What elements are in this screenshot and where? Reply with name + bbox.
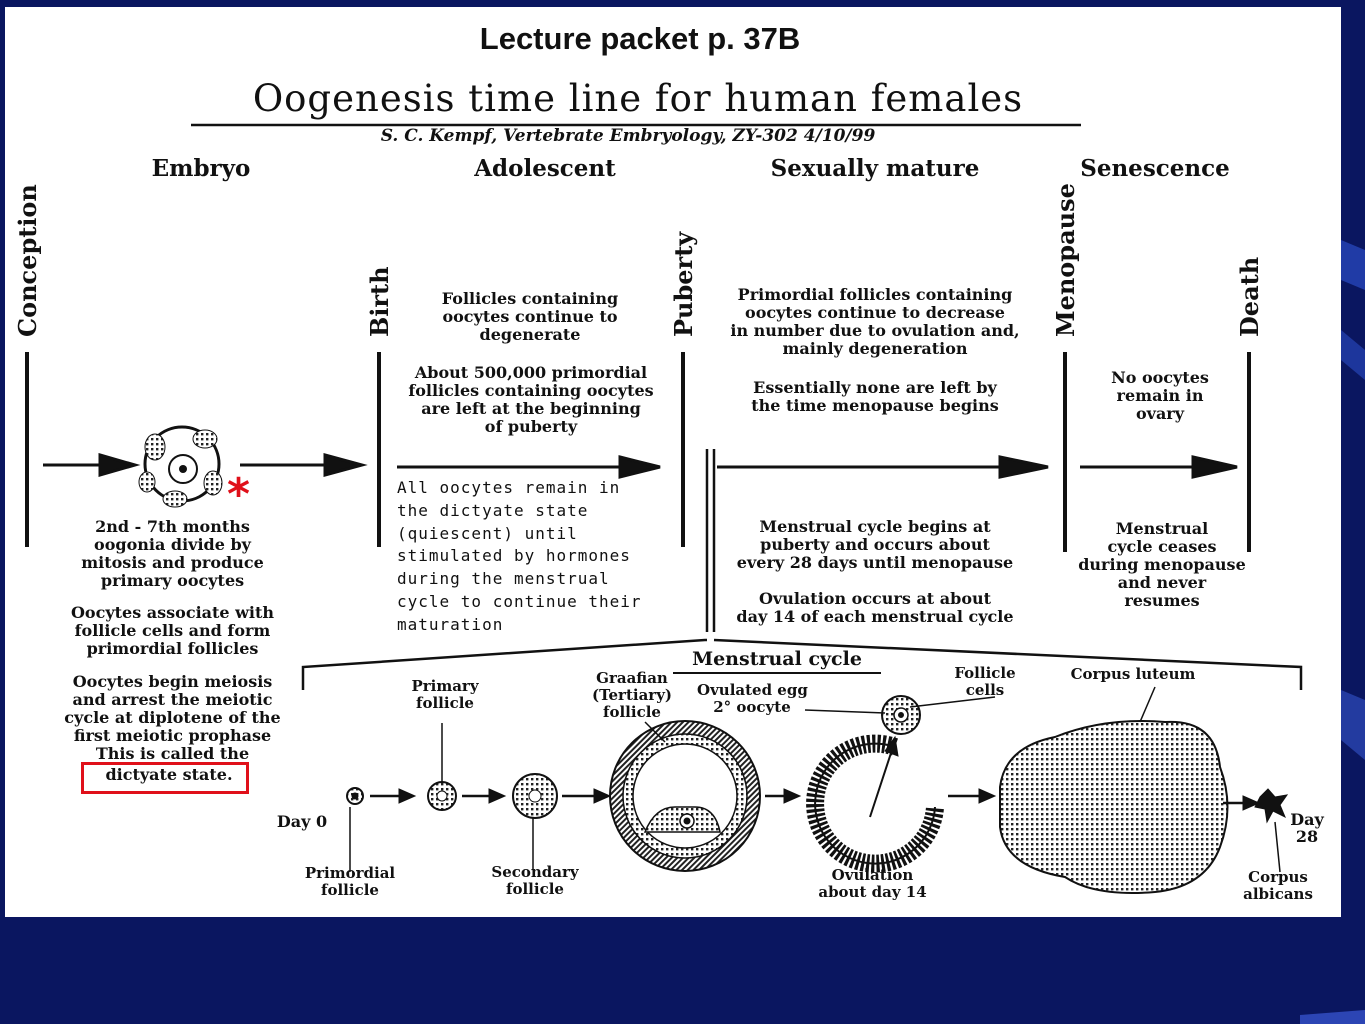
attribution: S. C. Kempf, Vertebrate Embryology, ZY-3… [380, 126, 876, 146]
follicle-sequence [346, 686, 1289, 894]
diagram-sheet: Lecture packet p. 37B Oogenesis time lin… [5, 7, 1341, 917]
label-graafian-follicle: Graafian(Tertiary)follicle [591, 669, 673, 721]
dictyate-state-label: dictyate state. [105, 765, 233, 784]
timeline-drawing [25, 123, 1303, 894]
timeline-arrows [43, 453, 1238, 479]
packet-header: Lecture packet p. 37B [479, 21, 801, 56]
milestone-conception: Conception [13, 184, 42, 337]
oocyte-cell-drawing [138, 425, 223, 508]
stage-embryo: Embryo [151, 155, 251, 182]
milestone-menopause: Menopause [1051, 183, 1080, 337]
milestone-death: Death [1235, 256, 1264, 337]
asterisk-marker: * [227, 469, 251, 520]
stage-adolescent: Adolescent [474, 155, 616, 182]
menstrual-cycle-title: Menstrual cycle [692, 648, 862, 670]
milestone-puberty: Puberty [669, 231, 698, 337]
stage-sexually-mature: Sexually mature [770, 155, 980, 182]
stage-senescence: Senescence [1080, 155, 1230, 182]
label-corpus-luteum: Corpus luteum [1070, 665, 1196, 683]
dictyate-annotation: All oocytes remain in the dictyate state… [397, 478, 642, 634]
milestone-birth: Birth [365, 266, 394, 337]
page-title: Oogenesis time line for human females [252, 77, 1024, 120]
dictyate-highlight-box [81, 762, 249, 794]
day-0-label: Day 0 [276, 812, 328, 831]
